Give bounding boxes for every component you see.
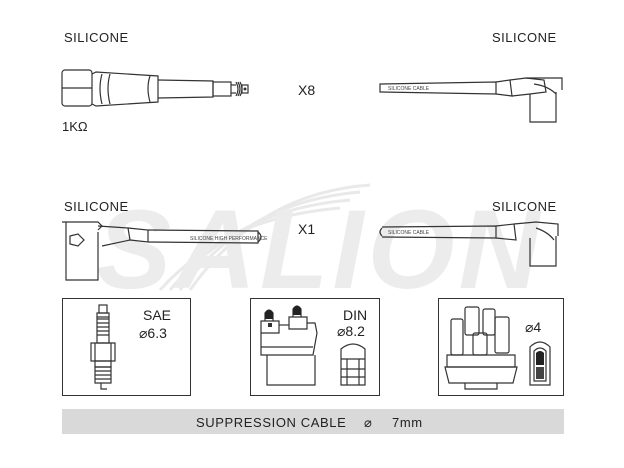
terminal-box-sae: SAE ⌀6.3 bbox=[62, 298, 191, 396]
label-mid-right: SILICONE bbox=[492, 199, 557, 214]
spec-size-din: ⌀8.2 bbox=[337, 323, 365, 339]
terminal-box-din: DIN ⌀8.2 bbox=[250, 298, 380, 396]
spark-plug-icon bbox=[90, 304, 116, 390]
footer-size: 7mm bbox=[392, 415, 423, 430]
quantity-x8: X8 bbox=[298, 82, 316, 98]
cable-angled-boot-mid-left: SILICONE HIGH PERFORMANCE bbox=[62, 221, 268, 281]
quantity-x1: X1 bbox=[298, 221, 316, 237]
distributor-cap-icon bbox=[260, 305, 318, 386]
label-top-right: SILICONE bbox=[492, 30, 557, 45]
terminal-box-4mm: ⌀4 bbox=[438, 298, 564, 396]
distributor-cap-alt-icon bbox=[444, 306, 518, 390]
cable-print-mid-right: SILICONE CABLE bbox=[388, 230, 430, 236]
spec-standard-sae: SAE bbox=[143, 307, 172, 323]
spark-plug-boot-straight bbox=[61, 69, 249, 107]
spec-standard-din: DIN bbox=[343, 307, 368, 323]
cable-angled-boot-top: SILICONE CABLE bbox=[379, 77, 563, 123]
watermark-text: SALION bbox=[96, 187, 543, 300]
footer-text: SUPPRESSION CABLE bbox=[196, 415, 347, 430]
pin-terminal-icon bbox=[529, 341, 551, 386]
diameter-symbol: ⌀ bbox=[364, 415, 373, 430]
spec-size-sae: ⌀6.3 bbox=[139, 325, 167, 341]
din-terminal-icon bbox=[340, 343, 366, 386]
spec-size-4mm: ⌀4 bbox=[525, 319, 542, 335]
label-mid-left: SILICONE bbox=[64, 199, 129, 214]
resistance-label: 1KΩ bbox=[62, 119, 88, 134]
cable-print-top-right: SILICONE CABLE bbox=[388, 86, 430, 92]
suppression-cable-bar: SUPPRESSION CABLE ⌀ 7mm bbox=[62, 409, 564, 434]
cable-print-mid-left: SILICONE HIGH PERFORMANCE bbox=[190, 236, 268, 242]
label-top-left: SILICONE bbox=[64, 30, 129, 45]
salion-watermark: SALION bbox=[96, 183, 543, 300]
cable-angled-boot-mid-right: SILICONE CABLE bbox=[379, 221, 559, 267]
